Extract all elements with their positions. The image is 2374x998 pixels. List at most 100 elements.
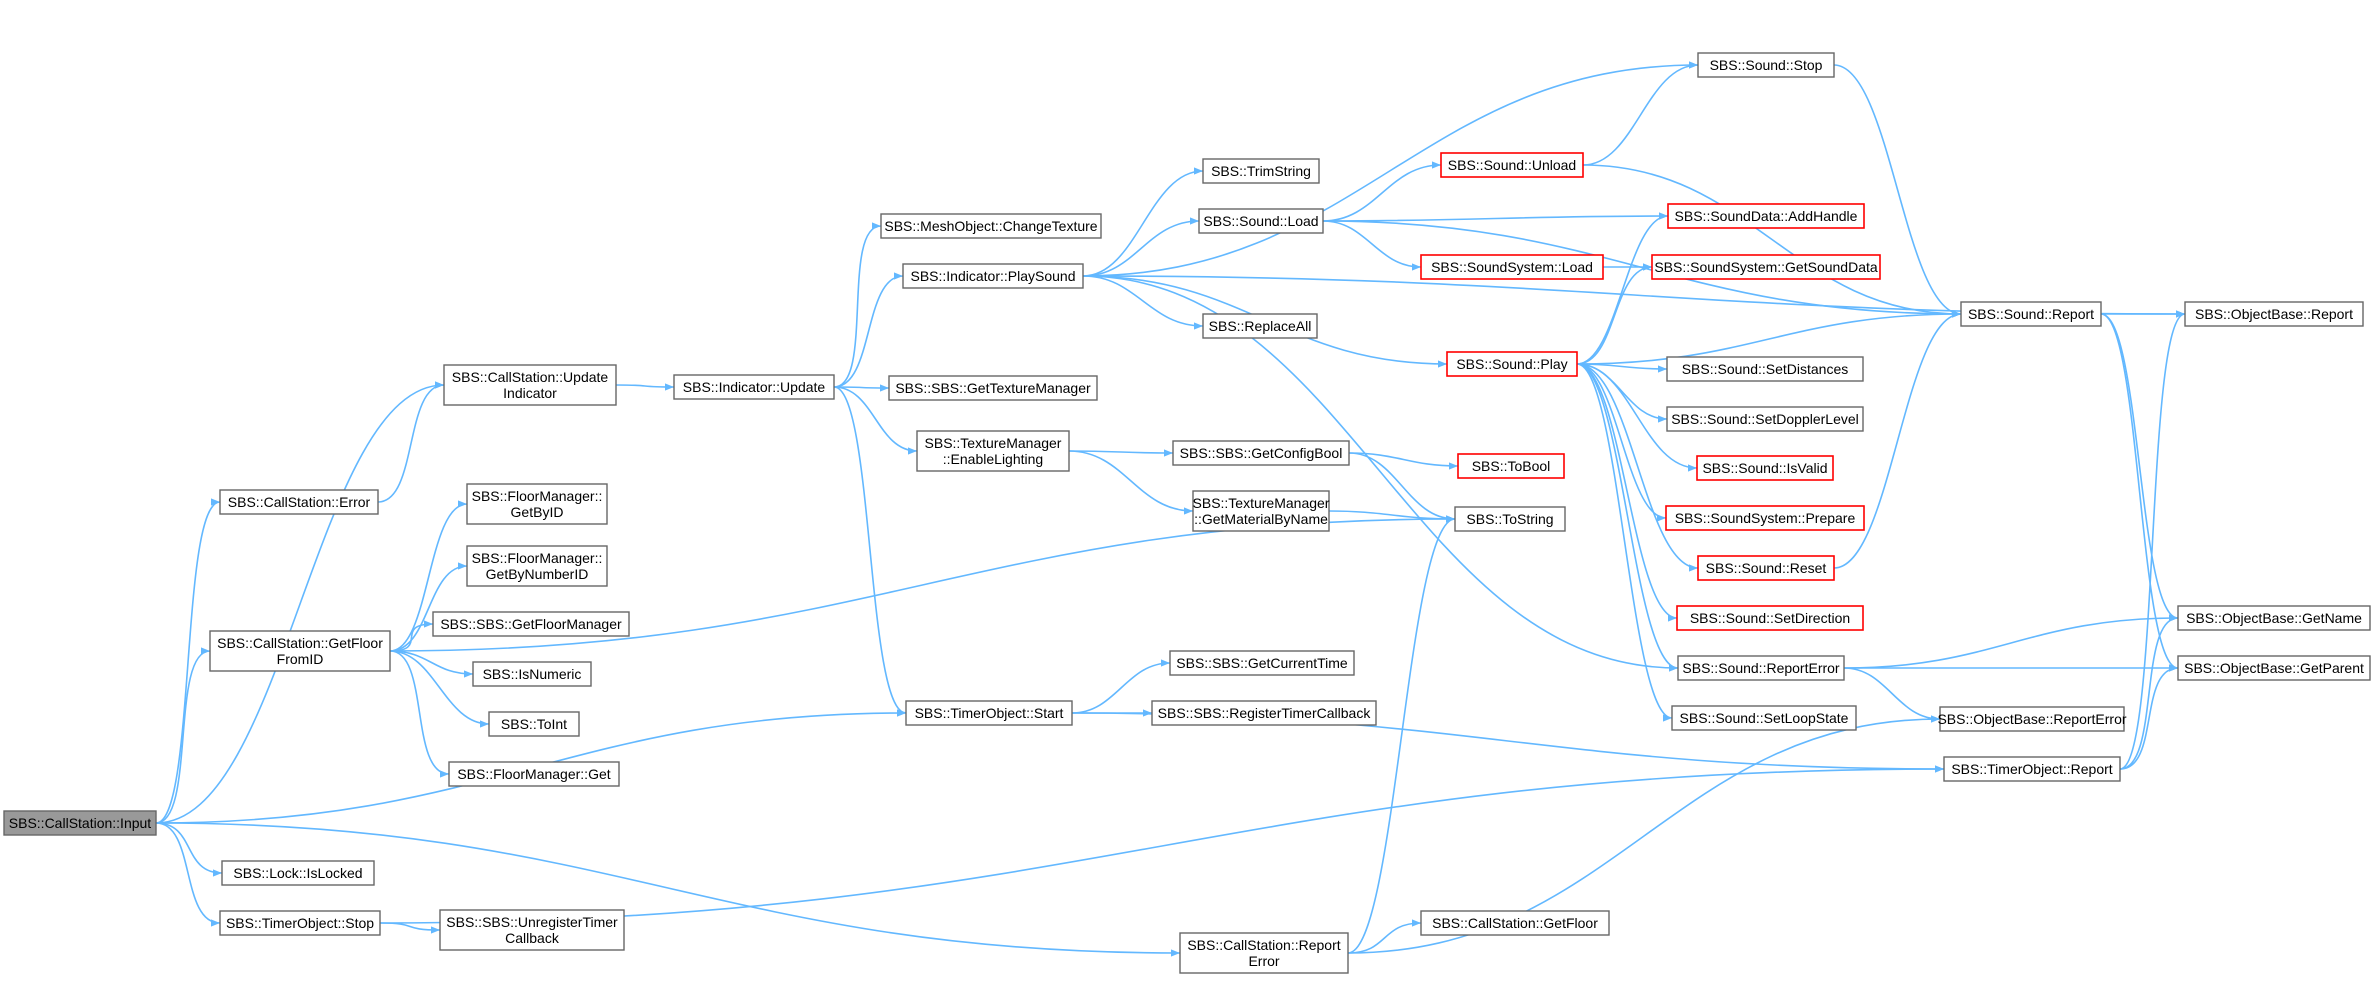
node-box	[1446, 351, 1578, 377]
node-sbs-sound-unload[interactable]: SBS::Sound::Unload	[1440, 152, 1584, 178]
node-sbs-timerobject-stop[interactable]: SBS::TimerObject::Stop	[219, 910, 381, 936]
node-sbs-timerobject-start[interactable]: SBS::TimerObject::Start	[905, 700, 1073, 726]
node-label: SBS::Sound::Play	[1456, 356, 1567, 372]
node-label: SBS::FloorManager::	[472, 550, 603, 566]
node-sbs-sound-setdopplerlevel[interactable]: SBS::Sound::SetDopplerLevel	[1666, 406, 1864, 432]
node-sbs-sound-report[interactable]: SBS::Sound::Report	[1960, 301, 2102, 327]
edge-getfloorfromid-to-isnumeric	[389, 650, 474, 678]
node-sbs-tostring[interactable]: SBS::ToString	[1454, 506, 1566, 532]
node-sbs-callstation-getfloor[interactable]: SBS::CallStation::GetFloor	[1420, 910, 1610, 936]
node-sbs-sbs-getfloormanager[interactable]: SBS::SBS::GetFloorManager	[432, 611, 630, 637]
node-sbs-soundsystem-load[interactable]: SBS::SoundSystem::Load	[1420, 254, 1604, 280]
node-sbs-objectbase-reporterror[interactable]: SBS::ObjectBase::ReportError	[1937, 706, 2127, 732]
node-sbs-soundsystem-getsounddata[interactable]: SBS::SoundSystem::GetSoundData	[1651, 254, 1881, 280]
node-sbs-sbs-registertimercallback[interactable]: SBS::SBS::RegisterTimerCallback	[1151, 700, 1377, 726]
node-sbs-trimstring[interactable]: SBS::TrimString	[1202, 158, 1320, 184]
node-sbs-replaceall[interactable]: SBS::ReplaceAll	[1202, 313, 1318, 339]
node-sbs-sound-isvalid[interactable]: SBS::Sound::IsValid	[1696, 455, 1834, 481]
edge-reporterror_cs-to-cs_getfloor	[1347, 919, 1422, 954]
node-sbs-isnumeric[interactable]: SBS::IsNumeric	[472, 661, 592, 687]
node-sbs-soundsystem-prepare[interactable]: SBS::SoundSystem::Prepare	[1665, 505, 1865, 531]
node-sbs-lock-islocked[interactable]: SBS::Lock::IsLocked	[221, 860, 375, 886]
node-label: SBS::CallStation::GetFloor	[217, 635, 383, 651]
node-label: SBS::Sound::Unload	[1448, 157, 1576, 173]
edge-toreport-to-ob_report	[2119, 310, 2186, 770]
edge-input-to-reporterror_cs	[155, 822, 1181, 957]
node-sbs-toint[interactable]: SBS::ToInt	[488, 711, 580, 737]
node-sbs-objectbase-getname[interactable]: SBS::ObjectBase::GetName	[2177, 605, 2371, 631]
node-label: SBS::ObjectBase::Report	[2195, 306, 2353, 322]
node-sbs-sound-stop[interactable]: SBS::Sound::Stop	[1697, 52, 1835, 78]
node-box	[448, 761, 620, 787]
node-label: SBS::TrimString	[1211, 163, 1311, 179]
node-box	[488, 711, 580, 737]
node-sbs-callstation-error[interactable]: SBS::CallStation::Error	[219, 489, 379, 515]
node-box	[221, 860, 375, 886]
node-box	[888, 375, 1098, 401]
edge-soundplay-to-setdistances	[1576, 363, 1668, 373]
node-sbs-sound-reporterror[interactable]: SBS::Sound::ReportError	[1677, 655, 1845, 681]
node-sbs-indicator-update[interactable]: SBS::Indicator::Update	[673, 374, 835, 400]
edge-soundreset-to-soundreport	[1833, 310, 1962, 569]
node-sbs-sbs-getcurrenttime[interactable]: SBS::SBS::GetCurrentTime	[1169, 650, 1355, 676]
node-label: SBS::Indicator::Update	[683, 379, 826, 395]
node-sbs-sbs-getconfigbool[interactable]: SBS::SBS::GetConfigBool	[1172, 440, 1350, 466]
node-label: SBS::CallStation::GetFloor	[1432, 915, 1598, 931]
node-box	[916, 430, 1070, 472]
node-sbs-sound-play[interactable]: SBS::Sound::Play	[1446, 351, 1578, 377]
edge-getconfigbool-to-tostring	[1348, 452, 1456, 523]
node-label: SBS::SoundSystem::GetSoundData	[1654, 259, 1878, 275]
node-sbs-floormanager-getbyid[interactable]: SBS::FloorManager::GetByID	[466, 483, 608, 525]
node-box	[905, 700, 1073, 726]
node-label: SBS::SBS::GetCurrentTime	[1176, 655, 1348, 671]
edge-getconfigbool-to-tobool	[1348, 452, 1459, 470]
edge-input-to-tostop	[155, 822, 221, 927]
node-label: Indicator	[503, 385, 557, 401]
node-sbs-objectbase-report[interactable]: SBS::ObjectBase::Report	[2184, 301, 2364, 327]
node-sbs-sounddata-addhandle[interactable]: SBS::SoundData::AddHandle	[1667, 203, 1865, 229]
node-label: SBS::SBS::GetConfigBool	[1180, 445, 1343, 461]
edge-input-to-islocked	[155, 822, 223, 877]
node-label: SBS::Sound::SetDopplerLevel	[1671, 411, 1859, 427]
node-sbs-sound-reset[interactable]: SBS::Sound::Reset	[1697, 555, 1835, 581]
node-sbs-sound-setdirection[interactable]: SBS::Sound::SetDirection	[1676, 605, 1864, 631]
node-sbs-callstation-report-error[interactable]: SBS::CallStation::ReportError	[1179, 932, 1349, 974]
node-sbs-callstation-input[interactable]: SBS::CallStation::Input	[3, 810, 157, 836]
node-label: Error	[1248, 953, 1279, 969]
node-sbs-texturemanager-getmaterialbyname[interactable]: SBS::TextureManager::GetMaterialByName	[1192, 490, 1330, 532]
node-sbs-sound-setdistances[interactable]: SBS::Sound::SetDistances	[1666, 356, 1864, 382]
edge-input-to-error	[155, 498, 221, 824]
node-box	[209, 630, 391, 672]
node-sbs-indicator-playsound[interactable]: SBS::Indicator::PlaySound	[902, 263, 1084, 289]
node-sbs-floormanager-get[interactable]: SBS::FloorManager::Get	[448, 761, 620, 787]
edge-playsound-to-replaceall	[1082, 275, 1204, 330]
node-box	[1665, 505, 1865, 531]
node-label: SBS::Sound::Load	[1203, 213, 1318, 229]
edge-error-to-updind	[377, 381, 445, 503]
edge-indupdate-to-playsound	[833, 272, 904, 388]
node-sbs-tobool[interactable]: SBS::ToBool	[1457, 453, 1565, 479]
node-label: SBS::CallStation::Input	[9, 815, 152, 831]
node-label: SBS::Sound::SetDistances	[1682, 361, 1849, 377]
node-sbs-meshobject-changetexture[interactable]: SBS::MeshObject::ChangeTexture	[880, 213, 1102, 239]
node-sbs-sound-load[interactable]: SBS::Sound::Load	[1198, 208, 1324, 234]
node-sbs-sound-setloopstate[interactable]: SBS::Sound::SetLoopState	[1671, 705, 1857, 731]
node-box	[1651, 254, 1881, 280]
node-label: GetByNumberID	[486, 566, 589, 582]
node-sbs-objectbase-getparent[interactable]: SBS::ObjectBase::GetParent	[2177, 655, 2371, 681]
node-label: SBS::ObjectBase::GetName	[2186, 610, 2362, 626]
node-sbs-timerobject-report[interactable]: SBS::TimerObject::Report	[1943, 756, 2121, 782]
node-sbs-texturemanager-enablelighting[interactable]: SBS::TextureManager::EnableLighting	[916, 430, 1070, 472]
node-label: SBS::TextureManager	[1193, 495, 1330, 511]
node-sbs-floormanager-getbynumberid[interactable]: SBS::FloorManager::GetByNumberID	[466, 545, 608, 587]
node-sbs-sbs-gettexturemanager[interactable]: SBS::SBS::GetTextureManager	[888, 375, 1098, 401]
edge-soundplay-to-setloopstate	[1576, 363, 1673, 722]
edge-soundreporterror-to-ob_reporterror	[1843, 667, 1941, 723]
edge-input-to-getfloorfromid	[155, 647, 211, 824]
node-box	[219, 910, 381, 936]
node-box	[1939, 706, 2125, 732]
